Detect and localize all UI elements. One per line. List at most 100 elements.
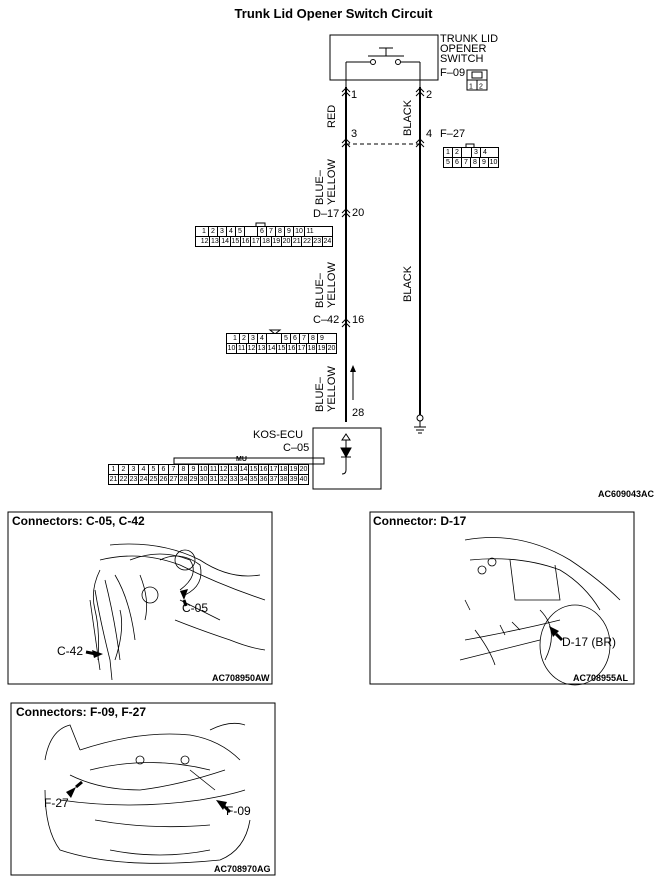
c05-cell: 22: [119, 475, 129, 484]
panel-3-title: Connectors: F-09, F-27: [16, 705, 147, 719]
c05-cell: 15: [249, 465, 259, 474]
d17-cell: 14: [221, 237, 231, 246]
c05-cell: 37: [269, 475, 279, 484]
c05-cell: 16: [259, 465, 269, 474]
c05-cell: 12: [219, 465, 229, 474]
pin-16: 16: [352, 314, 365, 326]
c05-cell: 26: [159, 475, 169, 484]
d17-cell: 11: [306, 228, 314, 235]
c42-cell: 13: [257, 344, 267, 353]
d17-cell: 21: [292, 237, 303, 246]
c42-cell: 3: [249, 334, 258, 343]
f27-cell: 2: [453, 148, 462, 157]
c05-cell: 40: [299, 476, 308, 483]
panel-3-callout-f09: F-09: [226, 804, 251, 818]
panel-2-code: AC708955AL: [573, 673, 629, 683]
c05-mu-mark: MU: [236, 456, 247, 463]
c42-cell: 20: [327, 345, 336, 352]
c42-label: C–42: [313, 314, 340, 326]
c05-cell: 10: [199, 465, 209, 474]
c05-cell: 5: [149, 465, 159, 474]
wire-red-label: RED: [326, 104, 338, 128]
c05-cell: 4: [139, 465, 149, 474]
c05-cell: 3: [129, 465, 139, 474]
d17-cell: 19: [272, 237, 282, 246]
c05-cell: 30: [199, 475, 209, 484]
pin-3: 3: [351, 128, 358, 140]
c05-cell: 18: [279, 465, 289, 474]
f27-cell: 9: [480, 158, 489, 167]
pin-20: 20: [352, 207, 365, 219]
panel-3-code: AC708970AG: [214, 864, 271, 874]
switch-name-line-3: SWITCH: [440, 53, 484, 65]
f27-cell: [462, 148, 472, 157]
c42-cell: 14: [267, 344, 277, 353]
panel-1-frame: [7, 511, 273, 685]
c05-cell: 14: [239, 465, 249, 474]
d17-cell: 23: [313, 237, 323, 246]
f27-connector-face: 1 2 3 4 5 6 7 8 9 10: [443, 147, 499, 168]
f27-cell: 3: [472, 148, 481, 157]
f27-cell: 4: [483, 149, 487, 156]
panel-3-frame: [10, 702, 276, 876]
wire-blue-label-1: BLUE–: [314, 170, 326, 205]
f09-pin-2: 2: [479, 84, 483, 91]
diagram-title: Trunk Lid Opener Switch Circuit: [234, 6, 433, 21]
ground-symbol: [414, 414, 426, 434]
c05-cell: 13: [229, 465, 239, 474]
c05-cell: 36: [259, 475, 269, 484]
f27-cell: 8: [471, 158, 480, 167]
d17-cell: 13: [210, 237, 221, 246]
switch-name-line-2: OPENER: [440, 43, 487, 55]
panel-1-arrows: [85, 589, 188, 658]
d17-cell: [245, 227, 258, 236]
wire-yellow-label-3: YELLOW: [326, 366, 338, 412]
c05-cell: 19: [289, 465, 299, 474]
d17-cell: 3: [218, 227, 227, 236]
c05-cell: 34: [239, 475, 249, 484]
c05-cell: 2: [119, 465, 129, 474]
c05-cell: 35: [249, 475, 259, 484]
c05-cell: 11: [209, 465, 219, 474]
panel-3-trunk-drawing: [44, 722, 251, 864]
d17-cell: 22: [303, 237, 313, 246]
c42-cell: [267, 334, 282, 343]
wire-black-label-top: BLACK: [402, 99, 414, 136]
c42-connector-face: 1 2 3 4 5 6 7 8 9 10 11 12 13 14 15 16 1…: [226, 333, 337, 354]
panel-3-callout-f27: F-27: [44, 796, 69, 810]
d17-cell: 8: [276, 227, 285, 236]
d17-cell: 10: [294, 227, 305, 236]
c05-cell: 7: [169, 465, 179, 474]
c42-cell: 4: [258, 334, 267, 343]
c42-cell: 16: [287, 344, 297, 353]
d17-cell: 5: [236, 227, 245, 236]
d17-cell: 4: [227, 227, 236, 236]
f09-pin-1: 1: [469, 84, 473, 91]
d17-cell: 1: [200, 227, 209, 236]
wire-blue-label-3: BLUE–: [314, 377, 326, 412]
c42-cell: 1: [231, 334, 240, 343]
switch-name-line-1: TRUNK LID: [440, 33, 499, 45]
diagram-code: AC609043AC: [598, 489, 655, 499]
c05-cell: 6: [159, 465, 169, 474]
c05-cell: 33: [229, 475, 239, 484]
f27-cell: 1: [444, 148, 453, 157]
c42-cell: 2: [240, 334, 249, 343]
pin-28: 28: [352, 407, 365, 419]
c05-cell: 9: [189, 465, 199, 474]
d17-cell: 20: [282, 237, 293, 246]
panel-2-title: Connector: D-17: [373, 514, 467, 528]
c05-cell: 39: [289, 475, 299, 484]
panel-1-code: AC708950AW: [212, 673, 270, 683]
pin-2: 2: [426, 89, 433, 101]
c05-cell: 27: [169, 475, 179, 484]
panel-3-arrows: [66, 780, 232, 814]
d17-cell: 15: [231, 237, 241, 246]
c05-cell: 31: [209, 475, 219, 484]
ecu-diode-symbol: [340, 433, 352, 475]
d17-cell: 18: [262, 237, 272, 246]
panel-2-callout-d17: D-17 (BR): [562, 635, 617, 649]
d17-cell: 12: [200, 237, 211, 246]
switch-box: [329, 34, 439, 81]
